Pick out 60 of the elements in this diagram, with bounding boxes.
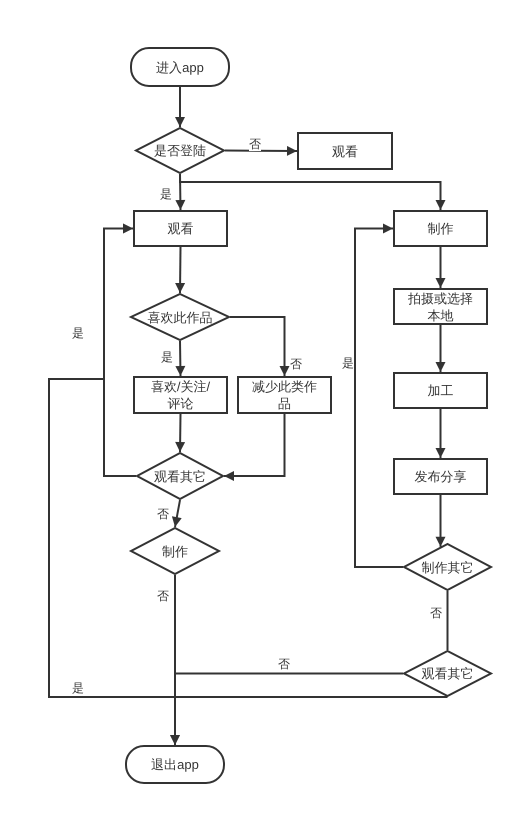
decision-label: 观看其它 — [154, 468, 206, 484]
step-label: 减少此类作品 — [251, 378, 318, 412]
arrow — [354, 224, 403, 568]
process-box — [393, 372, 488, 409]
arrow — [225, 146, 297, 156]
decision-label: 制作其它 — [422, 558, 474, 576]
step-label: 加工 — [428, 382, 454, 399]
start-end-terminal — [130, 47, 230, 87]
step-label: 拍摄或选择本地 — [407, 290, 474, 324]
edge-label: 否 — [278, 657, 290, 671]
process-box — [393, 288, 488, 325]
arrow — [175, 340, 186, 376]
decision-diamond — [130, 293, 230, 341]
step-label: 制作 — [428, 220, 454, 237]
arrow — [170, 672, 403, 745]
process-box — [237, 376, 332, 414]
process-box — [297, 132, 393, 170]
terminal-label: 退出app — [151, 756, 199, 773]
step-label: 发布分享 — [414, 468, 466, 485]
decision-label: 观看其它 — [422, 665, 474, 682]
decision-diamond — [130, 527, 220, 575]
edge-label: 是 — [342, 356, 354, 370]
decision-diamond — [135, 127, 225, 174]
decision-label: 制作 — [162, 542, 188, 560]
edge-label: 是 — [160, 187, 172, 201]
process-box — [393, 210, 488, 247]
arrow — [436, 325, 446, 372]
step-label: 观看 — [168, 220, 194, 237]
edge-label: 否 — [249, 137, 261, 151]
arrow — [436, 247, 446, 288]
arrow — [179, 174, 446, 210]
edge-label: 否 — [157, 507, 169, 521]
edge-label: 是 — [72, 326, 84, 340]
arrow — [436, 495, 446, 547]
arrow — [436, 409, 446, 458]
terminal-label: 进入app — [156, 58, 204, 76]
arrow — [48, 224, 448, 698]
edge-label: 是 — [161, 350, 173, 364]
connector-line — [446, 591, 448, 650]
decision-diamond — [403, 650, 492, 697]
step-label: 喜欢/关注/评论 — [150, 378, 212, 412]
arrow — [175, 414, 186, 452]
start-end-terminal — [125, 745, 225, 784]
arrow — [175, 246, 186, 294]
process-box — [393, 458, 488, 495]
arrow — [175, 87, 185, 127]
process-box — [133, 376, 228, 414]
arrow — [230, 316, 290, 376]
edge-label: 是 — [72, 681, 84, 695]
edge-label: 否 — [430, 606, 442, 620]
decision-label: 是否登陆 — [154, 142, 206, 159]
step-label: 观看 — [332, 142, 358, 160]
decision-label: 喜欢此作品 — [148, 308, 212, 326]
process-box — [133, 210, 228, 247]
edge-label: 否 — [290, 357, 302, 371]
arrow — [224, 414, 286, 481]
decision-diamond — [403, 543, 492, 591]
arrow — [172, 500, 182, 528]
edge-label: 否 — [157, 589, 169, 603]
decision-diamond — [136, 452, 224, 500]
